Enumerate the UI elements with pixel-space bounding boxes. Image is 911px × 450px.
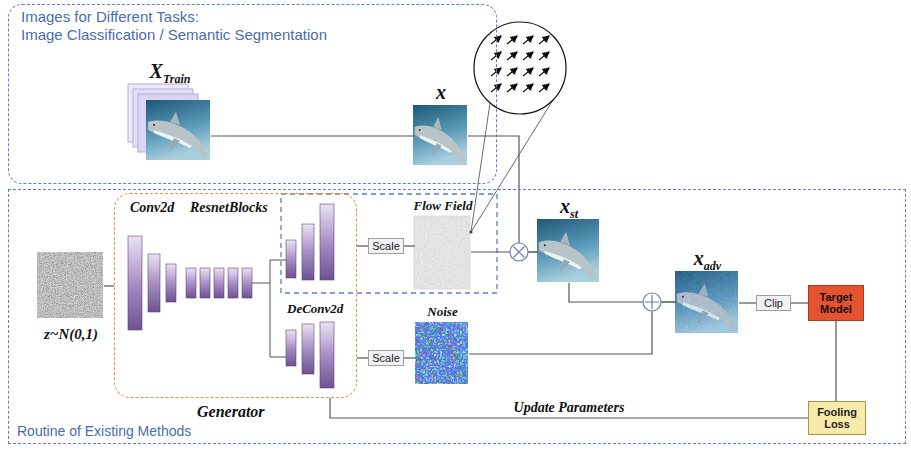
region-title: Images for Different Tasks:	[21, 8, 199, 25]
layer-label: ResnetBlocks	[190, 200, 268, 216]
adversarial-image: xadv	[676, 272, 739, 334]
method-region: Routine of Existing Methods z~N(0,1) Conv2…	[8, 189, 906, 444]
scale-box: Scale	[368, 238, 404, 254]
image-label-main: z~N(0,1)	[44, 326, 98, 342]
generator-title: Generator	[197, 403, 265, 421]
connector	[104, 285, 114, 286]
image-label-subscript: Train	[163, 72, 191, 86]
input-image: x	[414, 106, 468, 166]
transformed-image: xst	[538, 220, 600, 283]
image-label-main: X	[150, 60, 163, 82]
image-label-subscript: adv	[704, 259, 721, 273]
region-title: Routine of Existing Methods	[17, 423, 191, 439]
image-label: x	[436, 81, 446, 103]
fooling-loss-box: Fooling Loss	[808, 401, 866, 435]
connector	[468, 136, 538, 252]
image-label-subscript: st	[570, 207, 578, 221]
region-title: Image Classification / Semantic Segmenta…	[21, 26, 327, 43]
layer-label: DeConv2d	[287, 302, 343, 317]
image-label-main: Flow Field	[414, 198, 473, 213]
clip-box: Clip	[756, 295, 791, 311]
connector	[404, 357, 416, 358]
flow-field-image: Flow Field	[415, 217, 471, 290]
image-label: Noise	[427, 302, 457, 320]
connector	[791, 302, 808, 303]
connector	[835, 321, 836, 401]
box-label: Target Model	[809, 291, 863, 315]
multiply-symbol	[510, 243, 528, 261]
scale-box: Scale	[368, 350, 404, 366]
image-label-main: x	[436, 81, 446, 103]
image-stack: XTrain	[129, 85, 211, 161]
image-label: XTrain	[150, 60, 191, 82]
layer-label: Conv2d	[130, 200, 174, 216]
add-symbol	[643, 293, 661, 311]
image-label: Flow Field	[414, 196, 473, 214]
task-region: Images for Different Tasks:Image Classif…	[8, 4, 497, 184]
image-label-main: Noise	[427, 304, 457, 319]
edge-label: Update Parameters	[512, 400, 627, 416]
box-label: Fooling Loss	[809, 406, 865, 430]
image-label: xst	[560, 195, 578, 217]
image-label: z~N(0,1)	[44, 325, 98, 343]
box-label: Clip	[764, 297, 783, 309]
connector	[357, 245, 368, 246]
generator-box: Conv2dResnetBlocksDeConv2dGenerator	[114, 193, 357, 398]
image-label-main: x	[694, 247, 704, 269]
target-model-box: Target Model	[808, 285, 864, 321]
connector	[469, 302, 676, 354]
connector	[330, 398, 808, 418]
box-label: Scale	[372, 352, 400, 364]
latent-noise: z~N(0,1)	[38, 253, 104, 319]
noise-image: Noise	[416, 323, 469, 385]
connector	[211, 135, 414, 136]
connector	[739, 302, 756, 303]
connector	[404, 245, 415, 246]
image-label-main: x	[560, 195, 570, 217]
image-label: xadv	[694, 247, 721, 269]
connector	[357, 357, 368, 358]
box-label: Scale	[372, 240, 400, 252]
